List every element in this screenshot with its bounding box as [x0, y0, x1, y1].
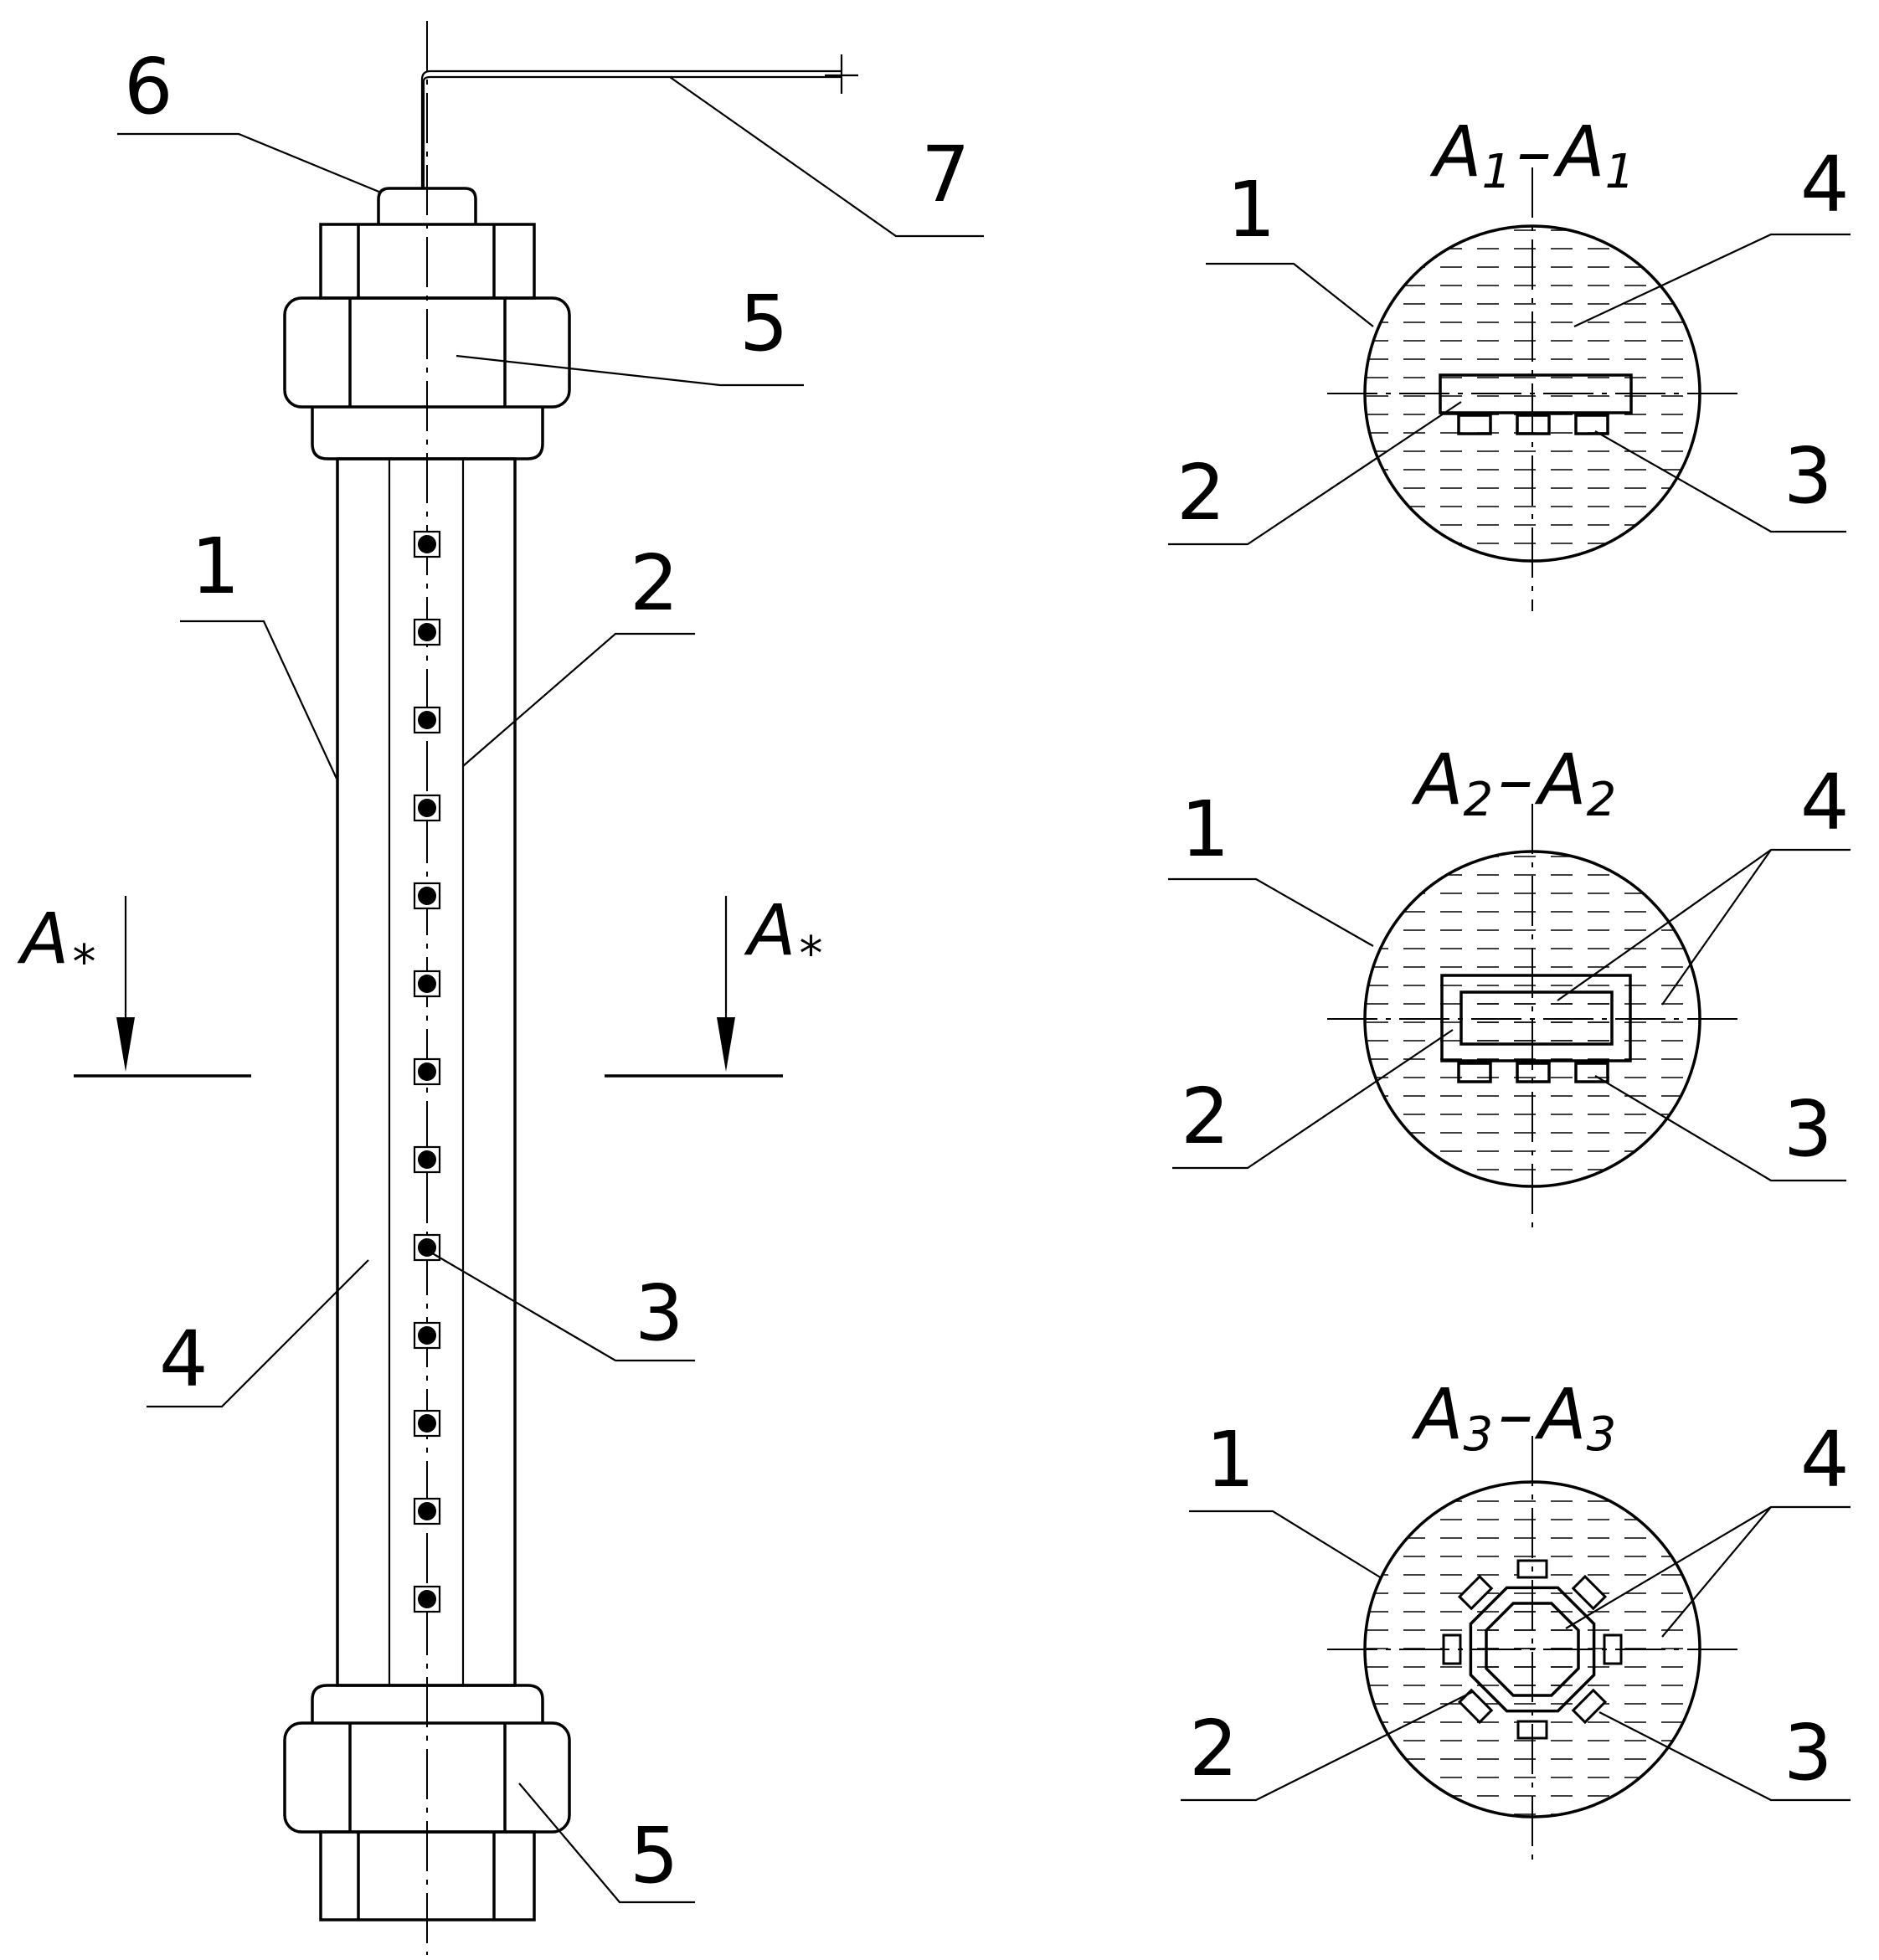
section-a3-title: A3–A3 — [1411, 1373, 1616, 1462]
svg-text:4: 4 — [1800, 1415, 1850, 1505]
callout-3: 3 — [635, 1268, 684, 1358]
led-element — [413, 1409, 441, 1438]
section-marker-right: A* — [605, 889, 822, 1078]
section-a2-title: A2–A2 — [1411, 738, 1616, 827]
section-a3: A3–A3 1 4 2 3 — [1181, 1373, 1851, 1867]
led-element — [413, 1145, 441, 1174]
svg-text:1: 1 — [1227, 165, 1276, 255]
svg-text:2: 2 — [1189, 1704, 1238, 1793]
led-element — [413, 706, 441, 734]
callout-1: 1 — [191, 522, 240, 611]
led-element — [1571, 1688, 1608, 1725]
main-view: A* A* 6 7 5 1 2 3 4 5 — [17, 21, 984, 1955]
svg-text:1: 1 — [1206, 1415, 1255, 1505]
svg-text:3: 3 — [1784, 1708, 1833, 1798]
led-element — [1457, 1574, 1494, 1611]
section-a2: A2–A2 1 4 2 3 — [1168, 738, 1851, 1235]
svg-text:2: 2 — [1181, 1072, 1230, 1161]
callout-6: 6 — [124, 42, 173, 131]
callout-5-bottom: 5 — [630, 1811, 679, 1901]
callout-5-top: 5 — [739, 279, 789, 368]
callout-4: 4 — [159, 1314, 208, 1404]
svg-text:4: 4 — [1800, 140, 1850, 229]
svg-text:3: 3 — [1784, 1084, 1833, 1174]
callout-7: 7 — [921, 130, 970, 219]
led-element — [413, 794, 441, 822]
led-element — [413, 530, 441, 558]
led-element — [413, 970, 441, 998]
led-element — [413, 1057, 441, 1086]
svg-text:A*: A* — [17, 898, 95, 990]
svg-text:A*: A* — [744, 889, 822, 981]
led-element — [413, 1585, 441, 1613]
section-marker-left: A* — [17, 896, 251, 1078]
led-element — [1571, 1574, 1608, 1611]
led-element — [413, 1497, 441, 1525]
svg-text:2: 2 — [1176, 448, 1226, 538]
svg-text:1: 1 — [1181, 785, 1230, 874]
led-element — [413, 618, 441, 646]
led-element — [413, 882, 441, 910]
svg-text:3: 3 — [1784, 431, 1833, 521]
section-a1-title: A1–A1 — [1429, 111, 1634, 199]
led-element — [413, 1321, 441, 1350]
svg-text:4: 4 — [1800, 758, 1850, 847]
callout-2: 2 — [630, 538, 679, 628]
section-a1: A1–A1 1 4 2 3 — [1168, 111, 1851, 611]
cable — [420, 69, 842, 188]
